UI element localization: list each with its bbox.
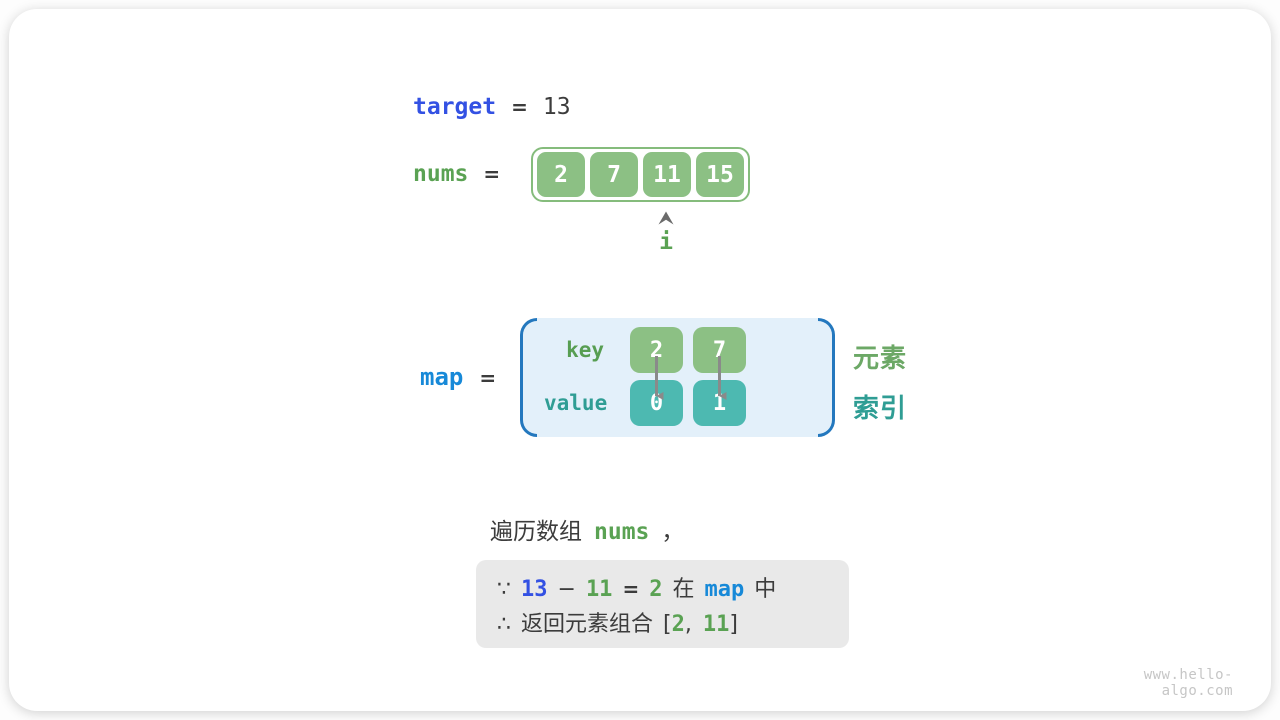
map-var-ref: map <box>704 577 745 602</box>
result-a: 2 <box>671 612 685 637</box>
right-bracket: ] <box>729 612 738 637</box>
in-word: 在 <box>672 577 695 602</box>
difference-2: 2 <box>649 577 663 602</box>
traverse-sentence: 遍历数组 nums ， <box>490 512 684 546</box>
return-text: 返回元素组合 <box>521 612 654 637</box>
target-equals: = <box>511 95 528 119</box>
traverse-nums-var: nums <box>594 519 650 545</box>
index-pointer-caret-icon <box>658 211 674 225</box>
nums-cell-0: 2 <box>537 152 585 197</box>
subtrahend-11: 11 <box>585 577 613 602</box>
minuend-13: 13 <box>521 577 548 602</box>
target-value: 13 <box>542 94 571 120</box>
nums-cell-2: 11 <box>643 152 691 197</box>
conclusion-box: ∵ 13 − 11 = 2 在 map 中 ∴ 返回元素组合 [ 2 , 11 … <box>476 560 849 648</box>
index-side-label: 索引 <box>853 394 908 424</box>
target-line: target = 13 <box>413 94 571 120</box>
map-box: key value 2 7 0 1 <box>520 318 835 437</box>
left-bracket: [ <box>663 612 672 637</box>
nums-cell-1: 7 <box>590 152 638 197</box>
element-side-label: 元素 <box>853 344 908 374</box>
equals-sign: = <box>622 577 640 601</box>
map-var: map <box>420 363 464 391</box>
map-key-label: key <box>566 338 604 362</box>
result-b: 11 <box>702 612 730 637</box>
traverse-prefix: 遍历数组 <box>490 519 582 545</box>
watermark: www.hello-algo.com <box>1143 667 1233 699</box>
target-var: target <box>413 94 497 120</box>
traverse-comma: ， <box>661 519 685 545</box>
nums-array: 2 7 11 15 <box>531 147 750 202</box>
result-comma: , <box>684 612 692 637</box>
minus-sign: − <box>557 577 576 602</box>
index-pointer-label: i <box>659 229 673 255</box>
because-symbol: ∵ <box>497 577 511 602</box>
conclusion-line-2: ∴ 返回元素组合 [ 2 , 11 ] <box>497 606 849 638</box>
nums-equals: = <box>483 162 501 186</box>
key-to-value-arrows-icon <box>655 356 727 400</box>
result-pair: [ 2 , 11 ] <box>663 612 738 637</box>
zhong-word: 中 <box>754 577 777 602</box>
nums-cell-3: 15 <box>696 152 744 197</box>
map-value-label: value <box>544 391 608 415</box>
therefore-symbol: ∴ <box>497 612 511 637</box>
conclusion-line-1: ∵ 13 − 11 = 2 在 map 中 <box>497 571 849 603</box>
map-equals: = <box>479 366 497 390</box>
nums-line: nums = <box>413 161 500 187</box>
map-line: map = <box>420 363 496 391</box>
nums-var: nums <box>413 161 469 187</box>
